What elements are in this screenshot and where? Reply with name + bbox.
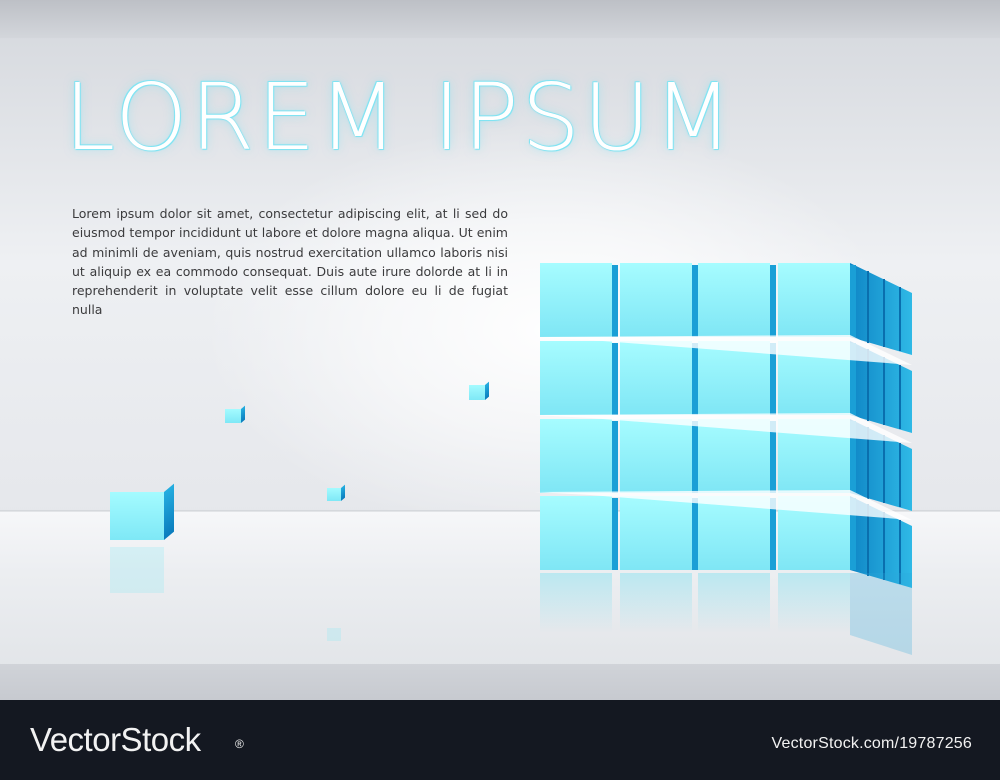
top-band <box>0 0 1000 38</box>
vectorstock-logo: VectorStock ® <box>30 720 244 760</box>
cube-row-side <box>850 341 912 433</box>
tiny-cube <box>225 405 245 423</box>
small-cube-reflection <box>110 547 170 593</box>
cube-gap-shadow <box>692 421 698 493</box>
cube-row-gap <box>534 490 912 520</box>
cube-face <box>540 341 612 415</box>
cube-gap-shadow <box>850 421 856 493</box>
cube-gap-shadow <box>850 343 856 415</box>
cube-gap-shadow <box>770 421 776 493</box>
cube-face <box>698 341 770 415</box>
small-cube <box>110 483 174 540</box>
footer-bar: VectorStock ® VectorStock.com/19787256 <box>0 700 1000 780</box>
floor-edge <box>0 664 1000 700</box>
cube-gap-shadow <box>612 421 618 493</box>
cube-face <box>620 341 692 415</box>
stock-id-link[interactable]: VectorStock.com/19787256 <box>771 735 972 752</box>
logo-text: VectorStock <box>30 721 201 758</box>
cube-grid-illustration <box>534 263 912 655</box>
cube-gap-shadow <box>612 498 618 570</box>
cube-face <box>620 496 692 570</box>
cube-gap-shadow <box>692 265 698 337</box>
cube-face <box>698 419 770 493</box>
registered-mark: ® <box>235 737 244 751</box>
cube-row-gap <box>534 335 912 365</box>
cube-gap-shadow <box>770 343 776 415</box>
body-paragraph: Lorem ipsum dolor sit amet, consectetur … <box>72 206 508 318</box>
cube-face <box>327 488 341 501</box>
cube-gap-shadow <box>850 498 856 570</box>
cube-face <box>698 496 770 570</box>
cube-gap-shadow <box>612 265 618 337</box>
cube-face <box>469 385 485 400</box>
cube-gap-shadow <box>850 265 856 337</box>
cube-face-reflection <box>620 573 692 633</box>
poster-canvas: LOREM IPSUM Lorem ipsum dolor sit amet, … <box>0 0 1000 700</box>
cube-face <box>778 263 850 337</box>
tiny-cube <box>327 484 345 501</box>
cube-face <box>225 409 241 423</box>
cube-side-reflection <box>850 573 912 655</box>
tiny-cube-reflection <box>327 628 343 641</box>
cube-gap-shadow <box>770 265 776 337</box>
cube-gap-shadow <box>692 498 698 570</box>
cube-face <box>620 419 692 493</box>
cube-face <box>540 263 612 337</box>
cube-face-reflection <box>540 573 612 633</box>
cube-face <box>620 263 692 337</box>
cube-row-gap <box>534 413 912 443</box>
cube-side <box>164 483 174 540</box>
cube-grid-reflection <box>540 573 912 655</box>
horizon-line <box>0 510 1000 513</box>
cube-gap-shadow <box>692 343 698 415</box>
cube-face-reflection <box>698 573 770 633</box>
headline: LOREM IPSUM <box>64 64 736 171</box>
cube-gap-shadow <box>612 343 618 415</box>
tiny-cube <box>469 381 489 400</box>
cube-face-reflection <box>778 573 850 633</box>
cube-row-side <box>850 496 912 588</box>
cube-row-side <box>850 263 912 355</box>
cube-grid <box>534 263 912 588</box>
cube-face <box>540 496 612 570</box>
cube-face <box>110 492 164 540</box>
cube-gap-shadow <box>770 498 776 570</box>
cube-face <box>698 263 770 337</box>
cube-face <box>540 419 612 493</box>
cube-row-side <box>850 419 912 511</box>
